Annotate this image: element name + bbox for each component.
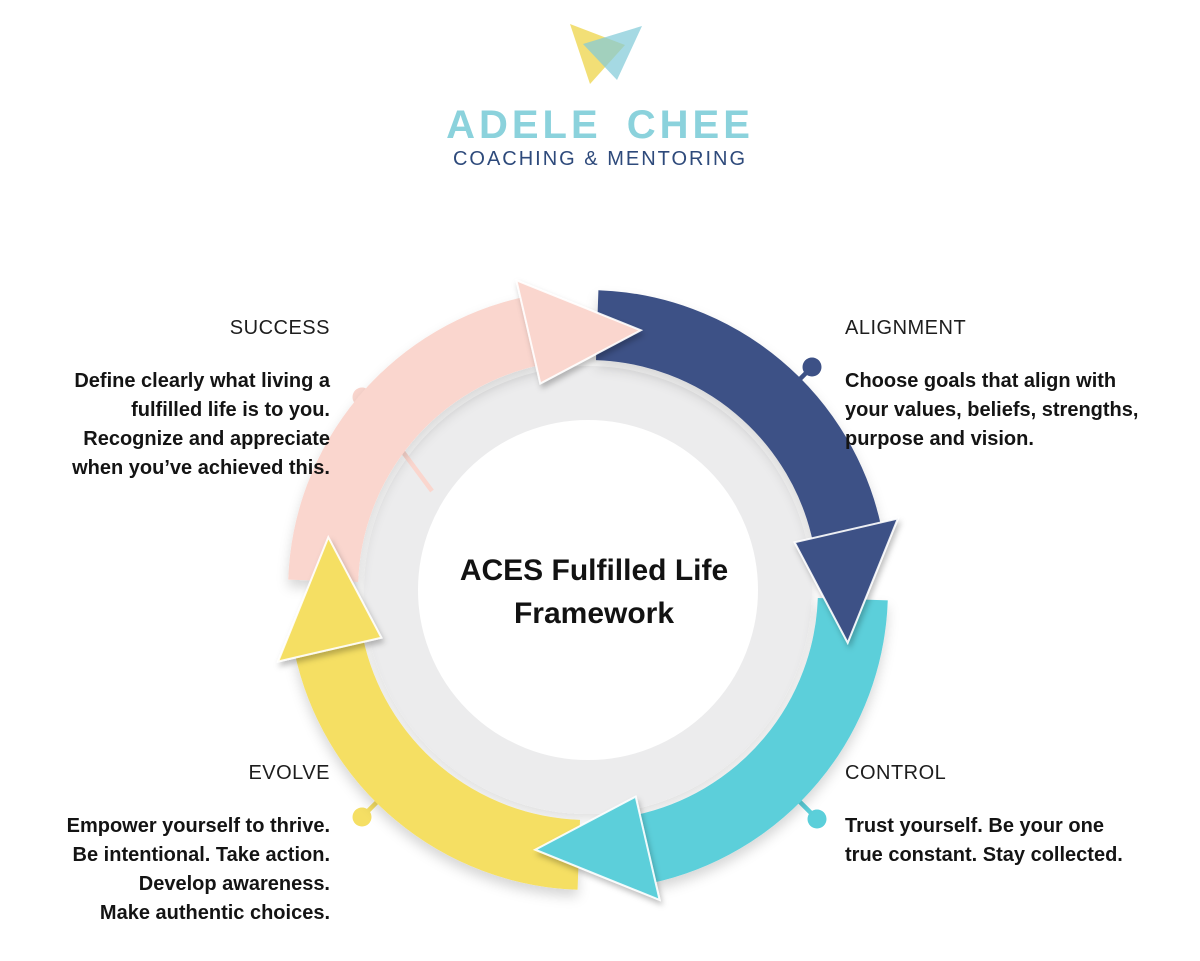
segment-description-success: Define clearly what living a fulfilled l… bbox=[72, 370, 330, 479]
alignment-arc bbox=[595, 290, 882, 543]
brand-name: ADELE CHEE bbox=[446, 103, 754, 147]
segment-label-alignment: ALIGNMENT bbox=[845, 317, 967, 339]
segment-label-evolve: EVOLVE bbox=[248, 762, 330, 784]
inner-ring bbox=[364, 366, 812, 814]
butterfly-logo-icon bbox=[570, 24, 642, 84]
control-arc bbox=[635, 597, 888, 884]
control-pin-dot bbox=[807, 809, 827, 829]
control-arrowhead bbox=[532, 795, 662, 902]
success-arrowhead bbox=[514, 278, 644, 385]
segment-description-alignment: Choose goals that align with your values… bbox=[845, 370, 1139, 450]
evolve-arc bbox=[294, 637, 581, 890]
evolve-arrowhead bbox=[276, 534, 383, 663]
wheel-center-title-line1: ACES Fulfilled Life bbox=[459, 554, 729, 587]
segment-block-evolve: EVOLVE Empower yourself to thrive. Be in… bbox=[35, 761, 330, 928]
wheel-center-title-line2: Framework bbox=[513, 597, 675, 630]
segment-block-control: CONTROL Trust yourself. Be your one true… bbox=[845, 761, 1175, 870]
brand-tagline: COACHING & MENTORING bbox=[452, 148, 748, 170]
evolve-pin-dot bbox=[352, 807, 372, 827]
butterfly-wing-right bbox=[583, 26, 642, 80]
segment-label-success: SUCCESS bbox=[229, 317, 330, 339]
segment-label-control: CONTROL bbox=[845, 762, 947, 784]
segment-block-alignment: ALIGNMENT Choose goals that align with y… bbox=[845, 316, 1175, 454]
success-arc bbox=[288, 296, 541, 583]
segment-description-evolve: Empower yourself to thrive. Be intention… bbox=[66, 815, 330, 924]
alignment-arrowhead bbox=[793, 517, 900, 646]
alignment-pin-dot bbox=[802, 357, 822, 377]
wheel-center-title: ACES Fulfilled Life Framework bbox=[394, 549, 794, 635]
segment-description-control: Trust yourself. Be your one true constan… bbox=[845, 815, 1123, 866]
segment-block-success: SUCCESS Define clearly what living a ful… bbox=[35, 316, 330, 483]
